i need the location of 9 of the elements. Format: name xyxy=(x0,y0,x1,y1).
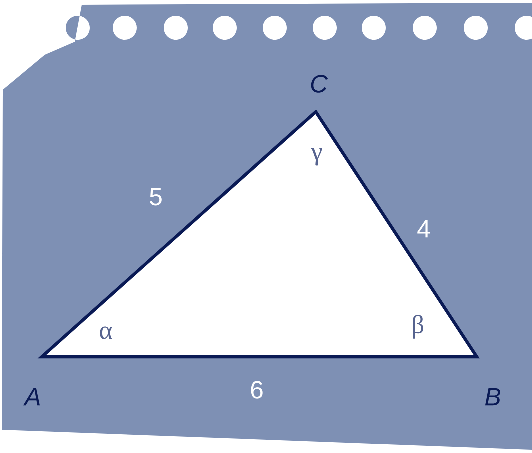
angle-label: β xyxy=(413,315,424,339)
vertex-label: C xyxy=(311,75,328,93)
vertex-label: A xyxy=(23,388,40,406)
side-length: 5 xyxy=(150,188,162,206)
side-length: 6 xyxy=(251,381,263,399)
angle-label: α xyxy=(100,326,112,340)
side-length: 4 xyxy=(418,220,430,238)
vertex-label: B xyxy=(485,388,500,406)
angle-label: γ xyxy=(311,148,322,166)
